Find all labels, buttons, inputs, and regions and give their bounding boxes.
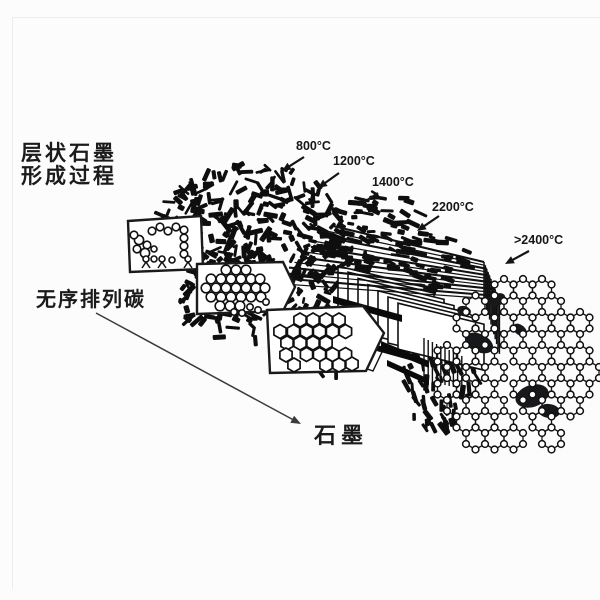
title-line1: 层状石墨	[21, 140, 117, 165]
temp-label-2200c: 2200°C	[432, 200, 474, 214]
page-title: 层状石墨 形成过程	[21, 141, 117, 187]
label-disordered-carbon: 无序排列碳	[36, 287, 146, 311]
annotation-arrows	[95, 156, 530, 424]
temp-label-1400c: 1400°C	[372, 175, 414, 189]
title-line2: 形成过程	[21, 163, 117, 188]
frame-left-line	[12, 17, 13, 589]
temp-label-800c: 800°C	[296, 139, 331, 153]
label-graphite: 石墨	[314, 423, 369, 449]
graphite-plate-stack	[272, 224, 501, 389]
temp-label-2400c: >2400°C	[514, 233, 564, 247]
molecule-callout-boxes	[126, 214, 386, 375]
temp-label-1200c: 1200°C	[333, 154, 375, 168]
frame-top-line	[12, 17, 600, 18]
graphite-hexagonal-lattice	[433, 274, 600, 454]
